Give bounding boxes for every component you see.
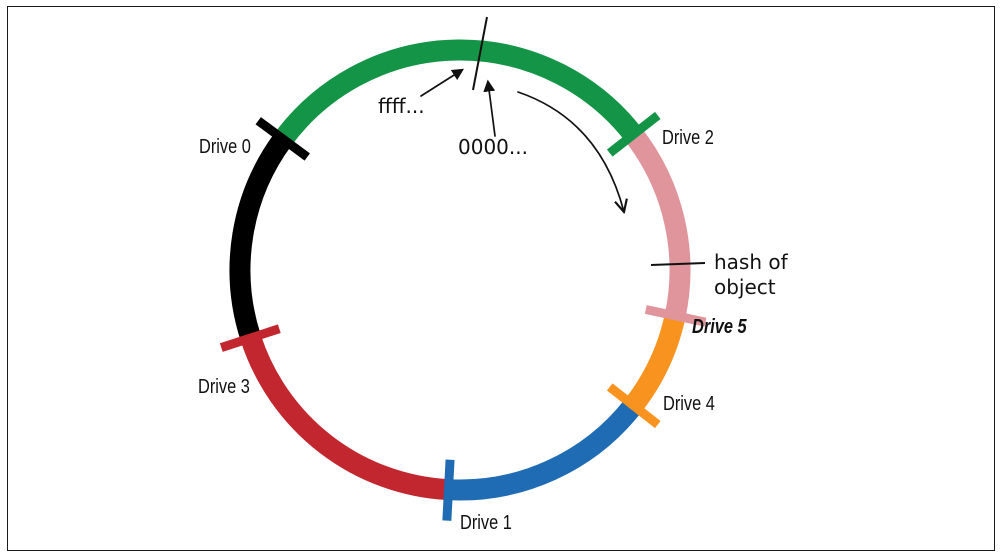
ring-segments	[229, 39, 691, 501]
object-hash-label-line2: object	[714, 275, 776, 299]
ring-segment-drive5-pink	[625, 128, 691, 318]
drive-5-marker	[644, 305, 707, 327]
ring-segment-drive1-blue	[447, 398, 642, 501]
drive-3-marker	[219, 324, 281, 352]
drive-5-label: Drive 5	[692, 314, 747, 337]
ring-end-label: ffff...	[378, 94, 425, 118]
diagram-frame	[7, 6, 995, 551]
drive-2-label: Drive 2	[662, 125, 714, 148]
ring-boundary-line	[472, 16, 488, 91]
ring-segment-drive3-red	[240, 334, 450, 501]
ring-start-label: 0000...	[458, 135, 528, 159]
drive-1-marker	[442, 459, 455, 521]
ring-segment-drive4-orange	[624, 313, 686, 412]
drive-1-label: Drive 1	[460, 510, 512, 533]
drive-markers	[219, 111, 707, 521]
object-hash-label-line1: hash of	[714, 250, 789, 274]
ring-segment-drive0-black	[229, 132, 292, 342]
ring-start-arrow	[483, 79, 496, 137]
drive-4-label: Drive 4	[663, 391, 715, 414]
object-hash-marker	[650, 262, 706, 266]
ring-end-arrow	[420, 68, 465, 97]
drive-4-marker	[606, 383, 661, 429]
clockwise-direction-arrow	[517, 91, 624, 212]
drive-3-label: Drive 3	[198, 374, 250, 397]
drive-0-label: Drive 0	[199, 134, 251, 157]
ring-segment-drive2-green	[274, 39, 642, 146]
drive-2-marker	[606, 111, 661, 157]
drive-0-marker	[255, 117, 310, 161]
